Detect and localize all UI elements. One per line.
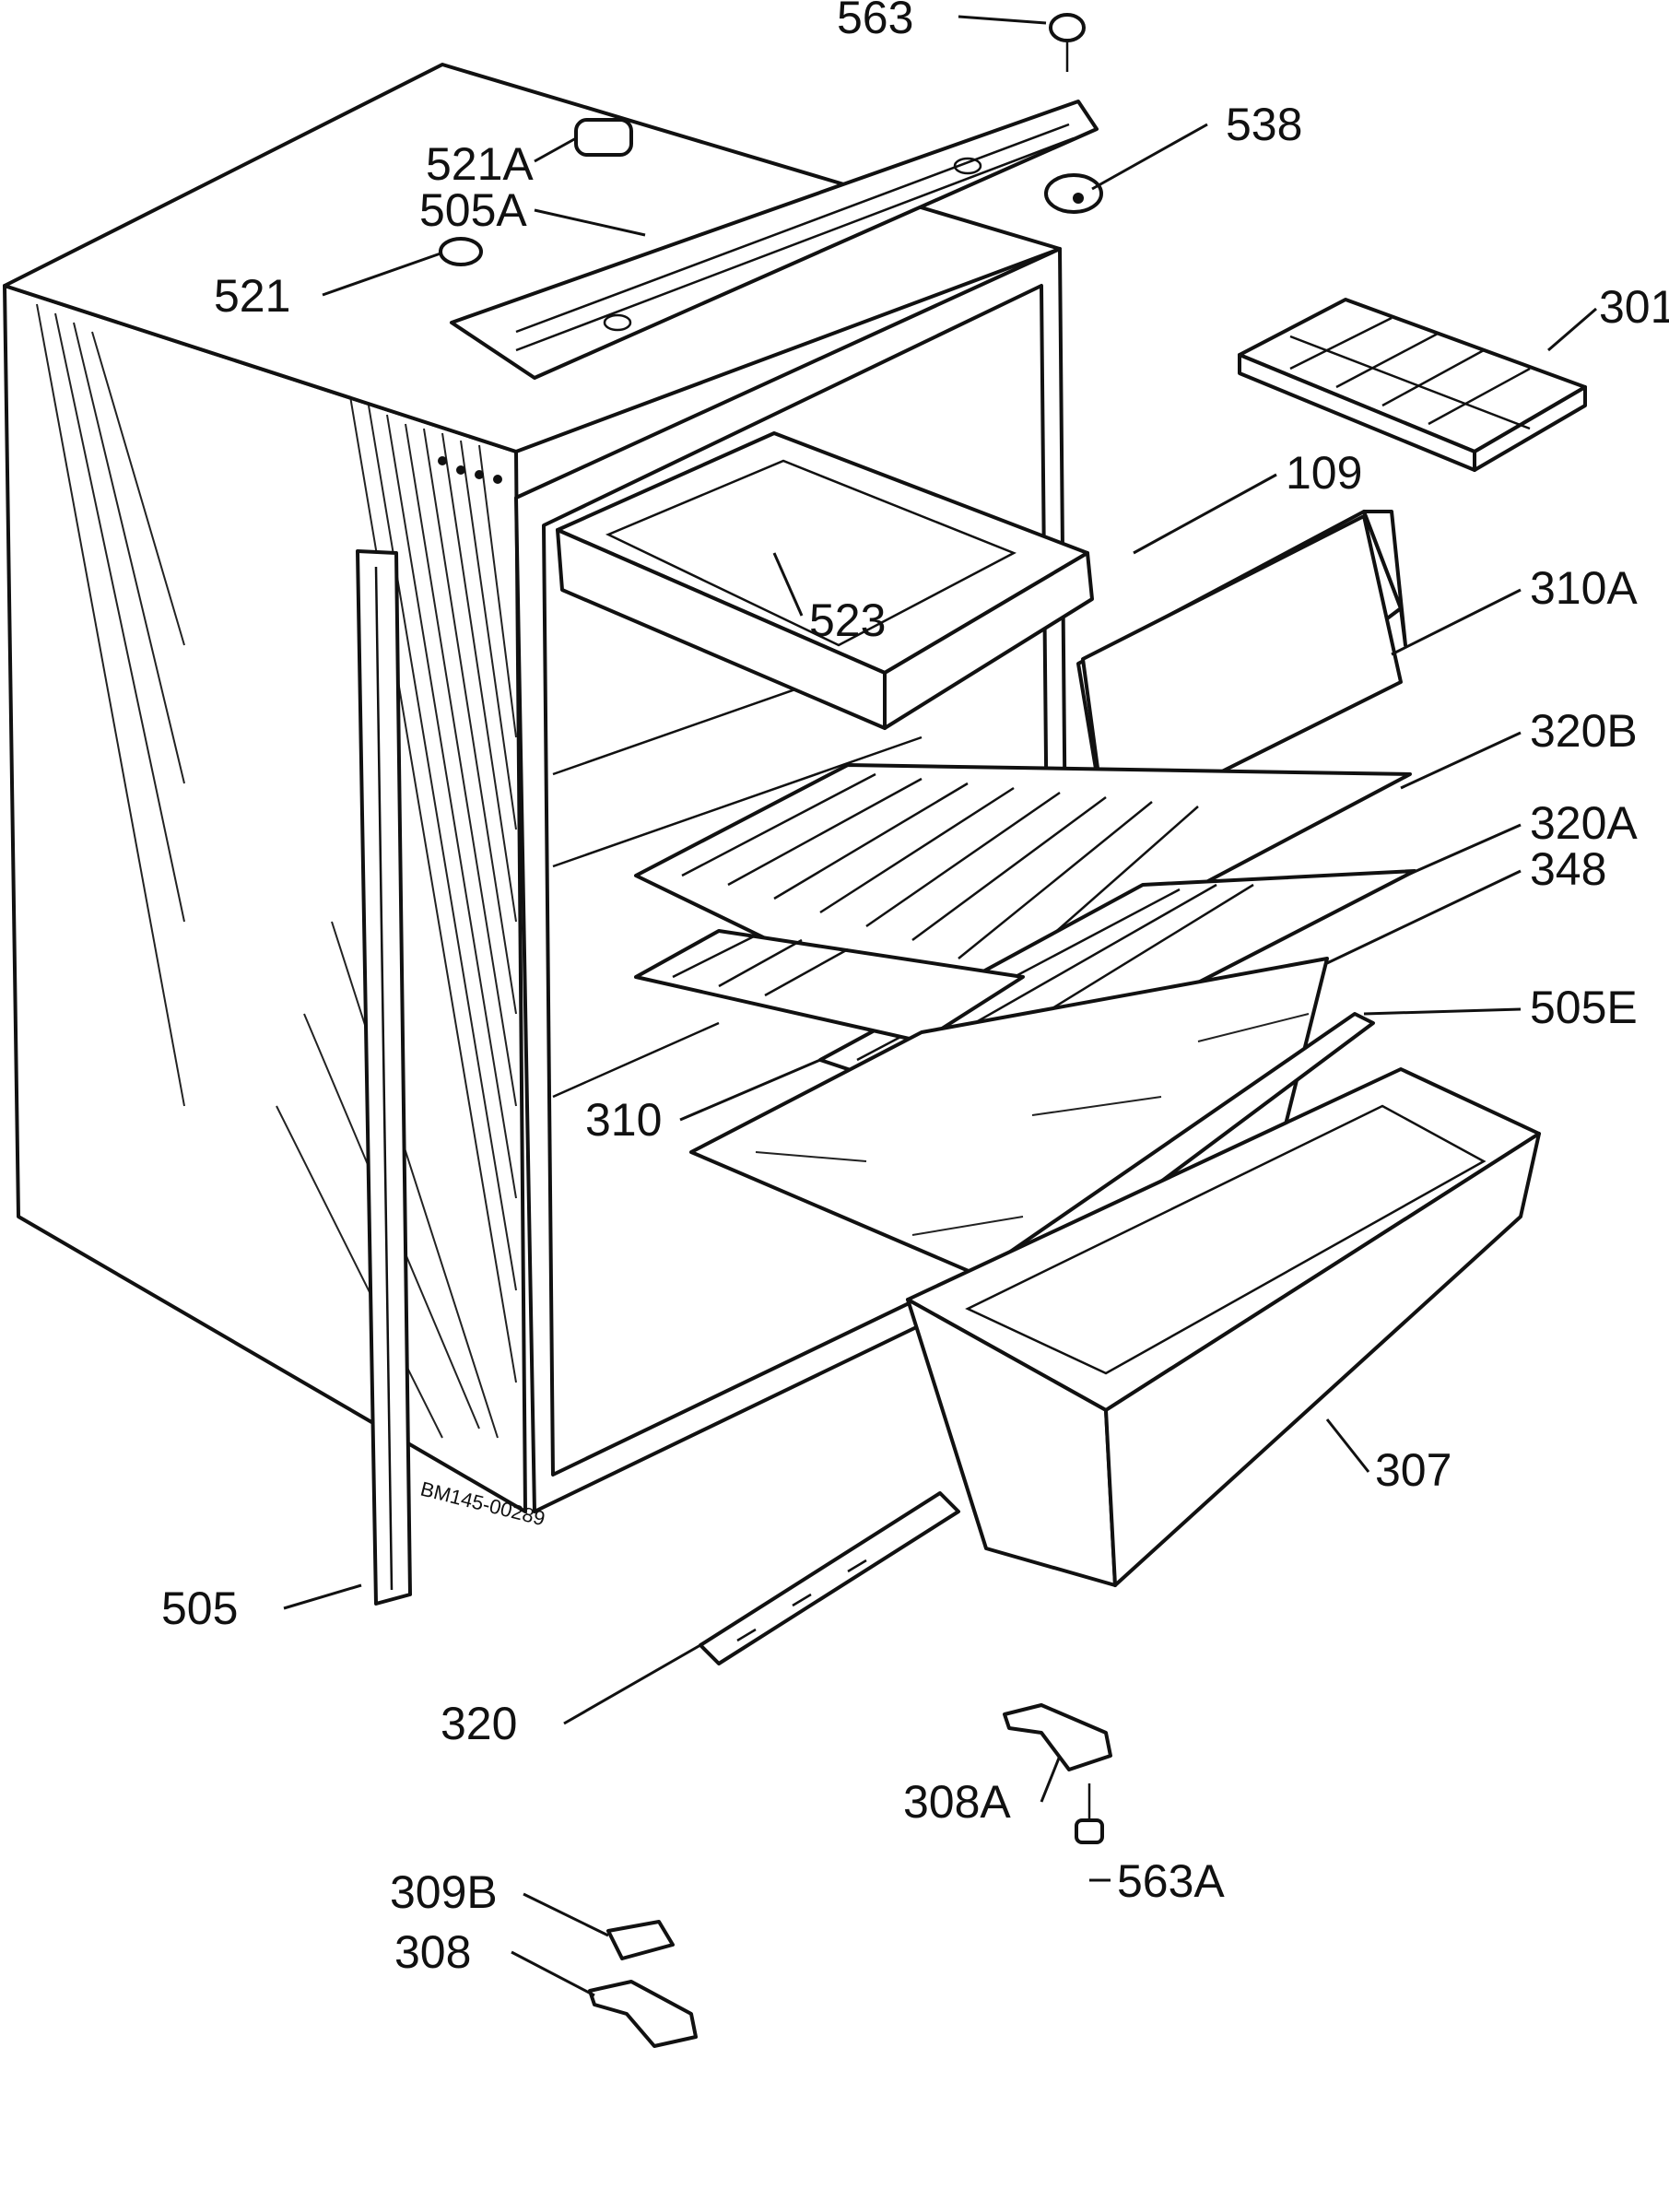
top-mounting-rail bbox=[450, 100, 1099, 380]
callout-310: 310 bbox=[585, 1094, 662, 1146]
hinge-bracket-308 bbox=[588, 1980, 698, 2048]
callout-563: 563 bbox=[837, 0, 913, 43]
hinge-pin-563a-icon bbox=[1075, 1783, 1104, 1844]
callout-523: 523 bbox=[809, 594, 886, 646]
callout-labels: 563 538 521A 505A 521 301 109 523 310A 3… bbox=[161, 0, 1669, 1978]
callout-310a: 310A bbox=[1530, 562, 1638, 614]
callout-307: 307 bbox=[1375, 1444, 1452, 1496]
callout-505e: 505E bbox=[1530, 982, 1638, 1033]
callout-563a: 563A bbox=[1117, 1855, 1225, 1907]
callout-320a: 320A bbox=[1530, 797, 1638, 849]
screw-563-icon bbox=[1049, 13, 1086, 72]
callout-538: 538 bbox=[1226, 99, 1302, 150]
screw-hole-icon bbox=[438, 456, 447, 465]
ice-cube-tray bbox=[1238, 298, 1587, 472]
screw-hole-icon bbox=[456, 465, 465, 475]
callout-521a: 521A bbox=[426, 138, 534, 190]
callout-320b: 320B bbox=[1530, 705, 1638, 757]
hinge-cap-538-icon bbox=[1044, 173, 1103, 214]
callout-309b: 309B bbox=[390, 1866, 498, 1918]
cover-cap-521a-icon bbox=[574, 118, 633, 157]
hinge-cover-309b-icon bbox=[606, 1920, 675, 1960]
leader-lines bbox=[283, 15, 1597, 1997]
freezer-drip-tray bbox=[556, 431, 1094, 730]
cover-cap-521-icon bbox=[439, 237, 483, 266]
screw-hole-icon bbox=[475, 470, 484, 479]
callout-308: 308 bbox=[394, 1926, 471, 1978]
callout-505: 505 bbox=[161, 1583, 238, 1634]
callout-301: 301 bbox=[1599, 281, 1669, 333]
hinge-bracket-308a bbox=[1003, 1703, 1112, 1771]
callout-320: 320 bbox=[441, 1698, 517, 1749]
cabinet-side-hatching bbox=[36, 303, 517, 1439]
wire-shelf-310 bbox=[634, 929, 1025, 1043]
slide-rail bbox=[699, 1491, 960, 1665]
callout-109: 109 bbox=[1286, 447, 1362, 499]
crisper-drawer bbox=[906, 1067, 1541, 1587]
callout-505a: 505A bbox=[419, 184, 527, 236]
screw-hole-icon bbox=[493, 475, 502, 484]
callout-521: 521 bbox=[214, 270, 290, 322]
callout-348: 348 bbox=[1530, 843, 1606, 895]
callout-308a: 308A bbox=[903, 1776, 1011, 1828]
